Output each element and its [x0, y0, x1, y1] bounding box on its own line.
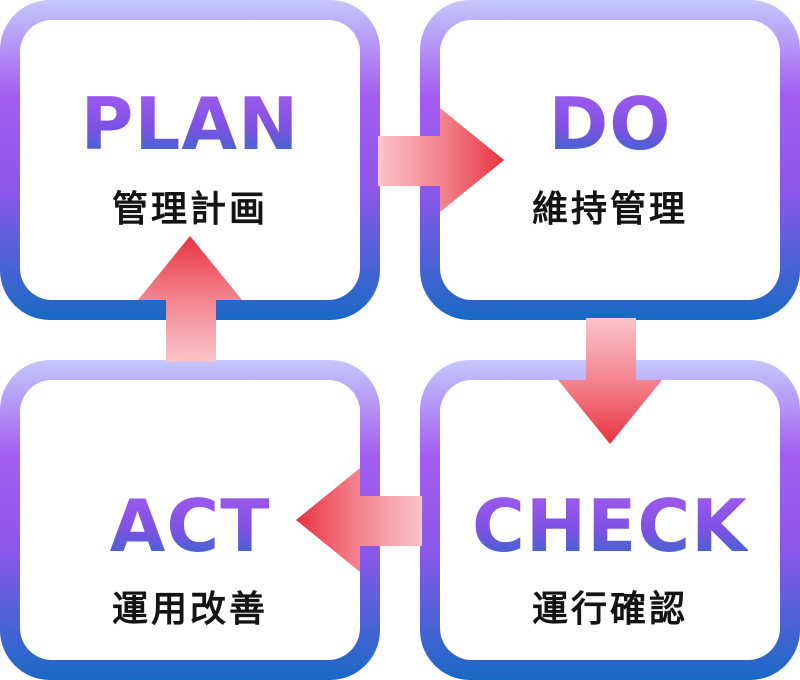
plan-title-text: PLAN	[80, 82, 300, 166]
do-title-text: DO	[548, 82, 672, 166]
plan-title: PLAN	[20, 88, 360, 160]
plan-card-inner: PLAN 管理計画	[20, 20, 360, 300]
do-subtitle: 維持管理	[531, 189, 688, 230]
arrow-up-icon	[138, 236, 242, 362]
act-subtitle: 運用改善	[111, 589, 268, 630]
check-title: CHECK	[440, 490, 780, 562]
arrow-right-icon	[378, 108, 504, 212]
act-title: ACT	[20, 490, 360, 562]
plan-subtitle: 管理計画	[111, 189, 268, 230]
do-title: DO	[440, 88, 780, 160]
check-subtitle: 運行確認	[531, 589, 688, 630]
check-title-text: CHECK	[472, 484, 748, 568]
arrow-left-icon	[296, 468, 422, 572]
act-title-text: ACT	[109, 484, 271, 568]
plan-card: PLAN 管理計画	[0, 0, 380, 320]
arrow-down-icon	[558, 318, 662, 444]
